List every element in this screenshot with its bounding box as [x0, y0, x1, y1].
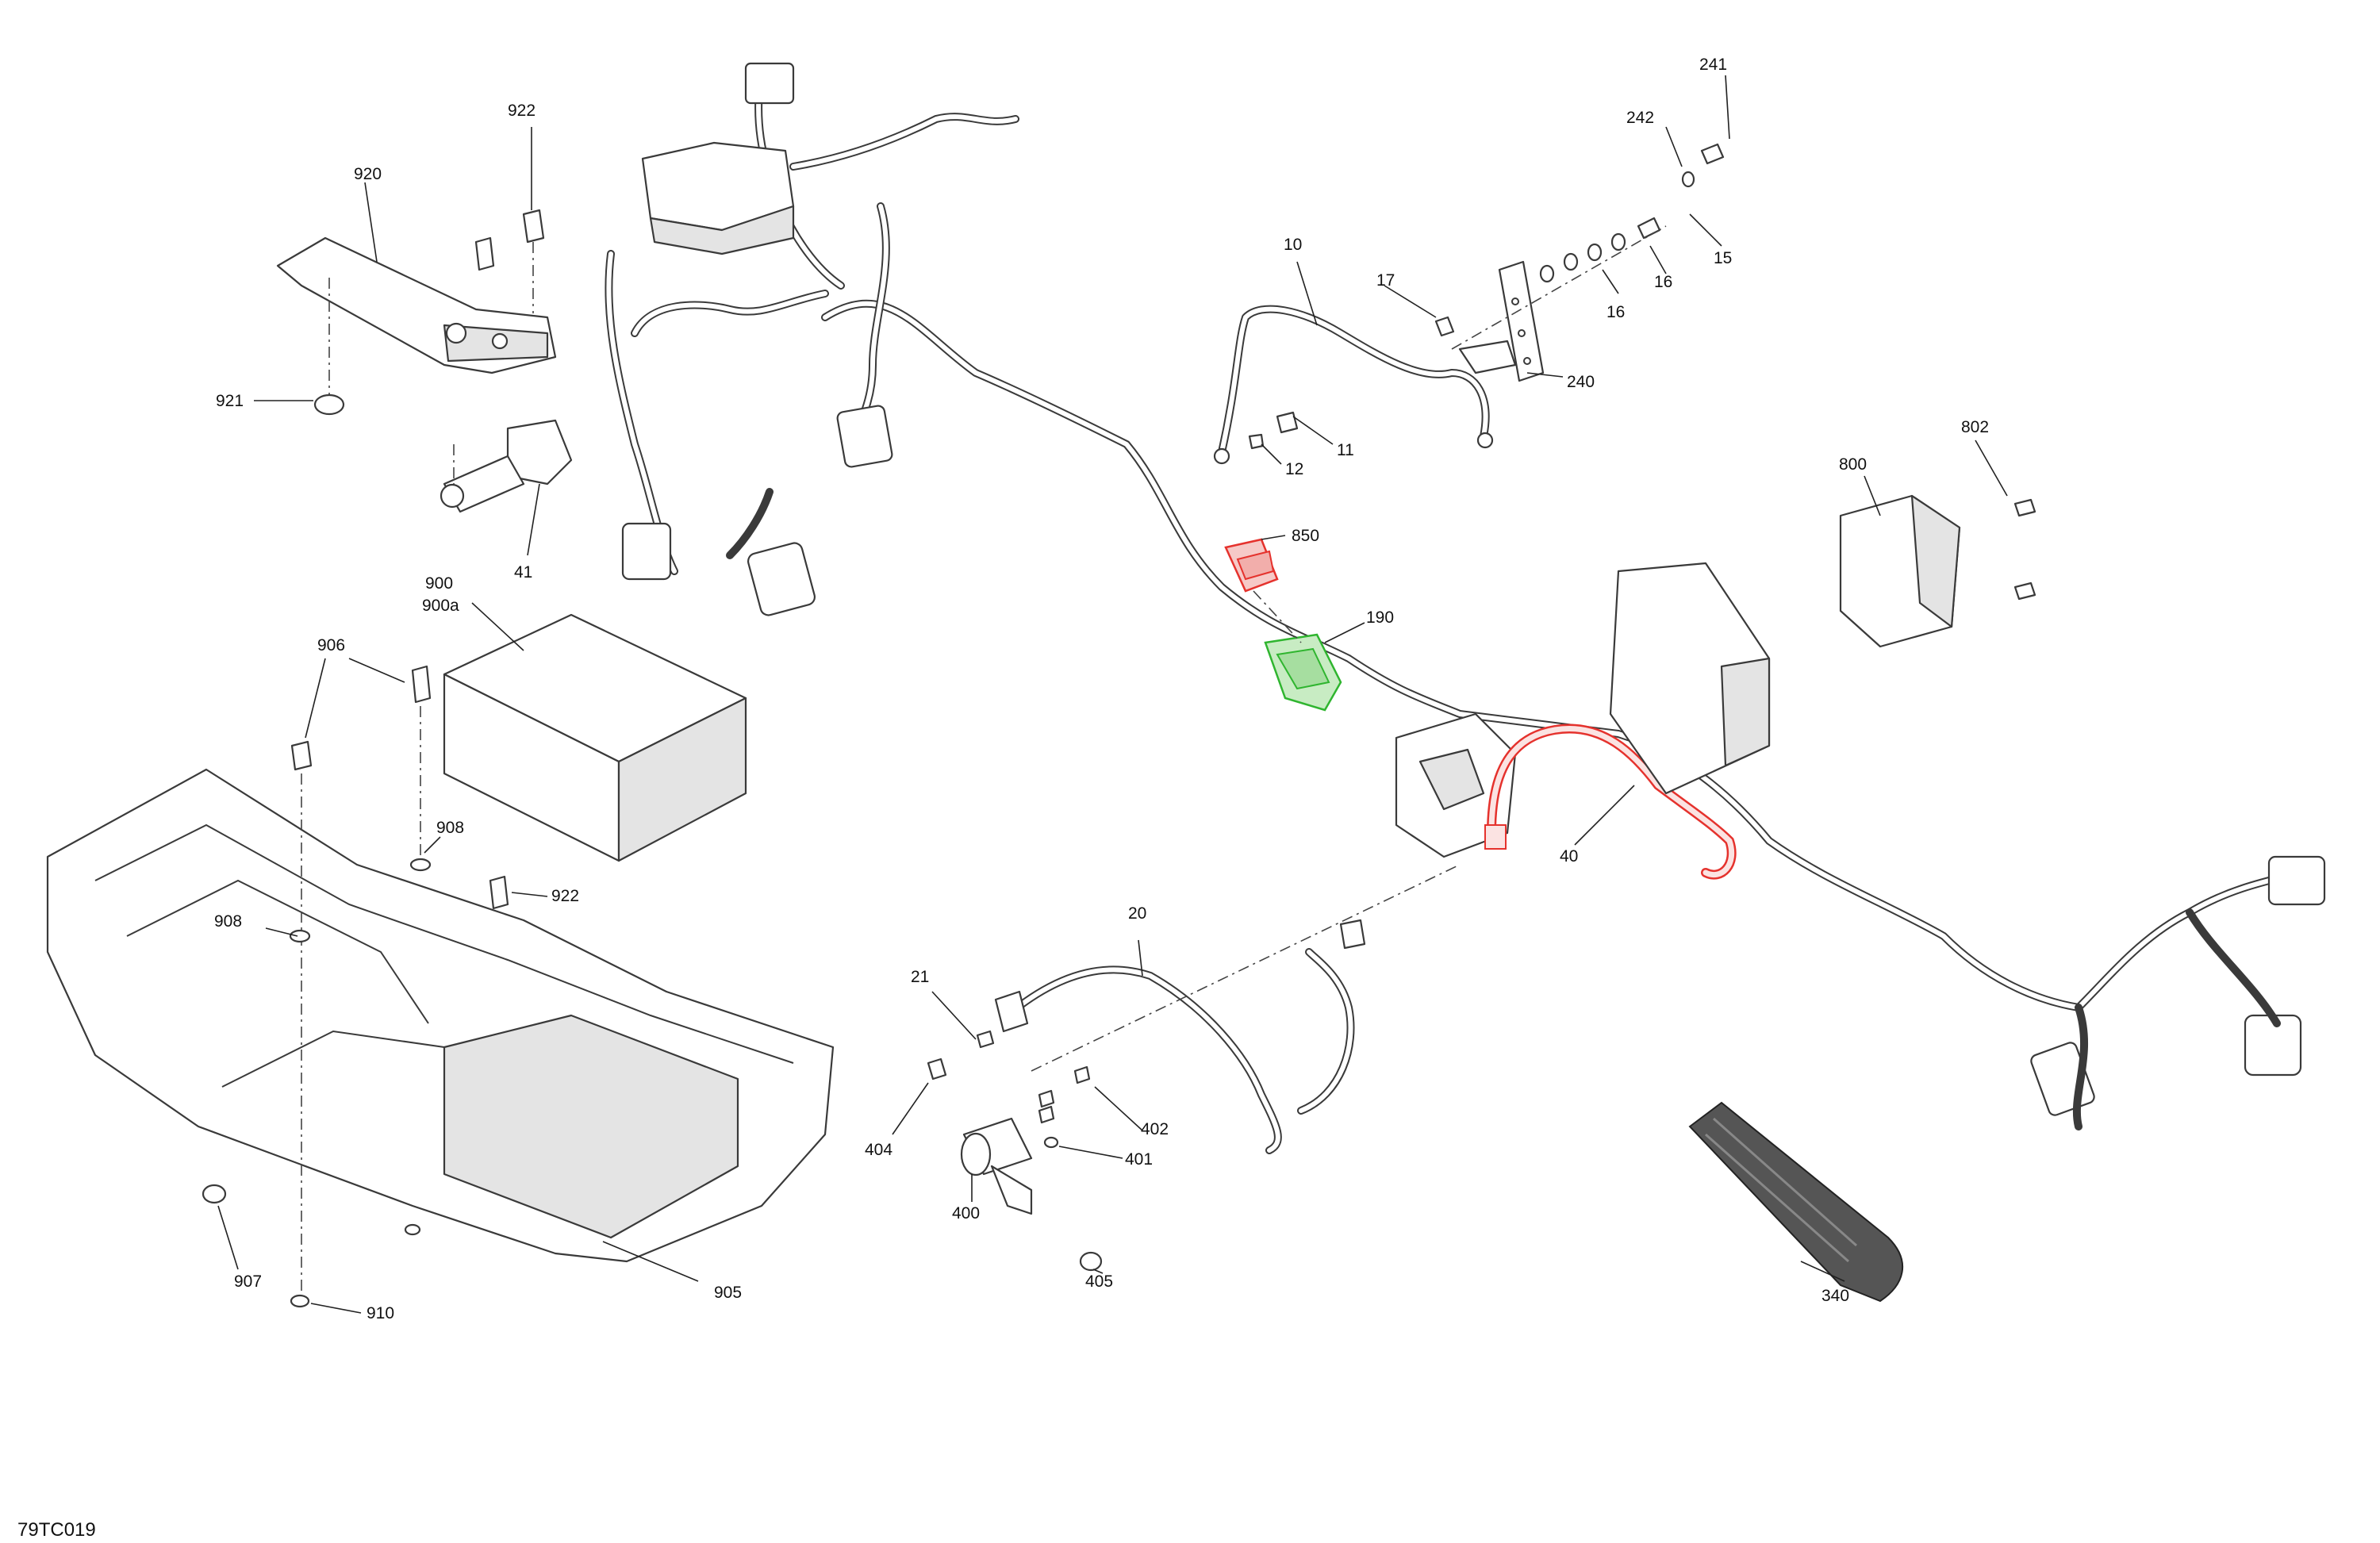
- cable-20: [994, 919, 1366, 1154]
- leader-lines: [217, 75, 2008, 1314]
- callout-labels: 241 242 15 16 16 17 10 240 11 12 802 800…: [17, 56, 1989, 1541]
- callout-405: 405: [1085, 1272, 1113, 1291]
- callout-907: 907: [234, 1272, 262, 1291]
- battery-tray-905: [46, 768, 835, 1263]
- nut-402-b: [1038, 1089, 1055, 1108]
- nut-405: [1079, 1251, 1103, 1272]
- callout-400: 400: [952, 1204, 980, 1223]
- clip-tray: [404, 1223, 421, 1236]
- callout-920: 920: [354, 165, 382, 183]
- conduit-340: [1688, 1101, 1903, 1303]
- ground-cable-10: [1213, 305, 1494, 465]
- callout-12: 12: [1285, 460, 1303, 478]
- mounting-plate: [1609, 562, 1771, 795]
- main-wiring-harness: [605, 62, 2326, 1130]
- bolt-404: [927, 1057, 947, 1080]
- callout-905: 905: [714, 1284, 742, 1302]
- callout-40: 40: [1560, 847, 1578, 866]
- solenoid-400: [960, 1117, 1033, 1215]
- callout-910: 910: [367, 1304, 394, 1322]
- nut-12: [1248, 433, 1265, 450]
- callout-340: 340: [1821, 1287, 1849, 1305]
- callout-922: 922: [508, 102, 536, 120]
- diagram-reference-code: 79TC019: [17, 1519, 96, 1541]
- battery-900: [443, 613, 747, 862]
- bracket-920: [276, 236, 557, 374]
- callout-401: 401: [1125, 1150, 1153, 1169]
- bolt-922: [489, 875, 509, 910]
- washer-908: [409, 858, 432, 872]
- callout-241: 241: [1699, 56, 1727, 74]
- callout-906: 906: [317, 636, 345, 654]
- clip-910: [290, 1294, 310, 1308]
- nut-21: [976, 1030, 995, 1049]
- callout-800: 800: [1839, 455, 1867, 474]
- callout-922: 922: [551, 887, 579, 905]
- callout-242: 242: [1626, 109, 1654, 127]
- callout-404: 404: [865, 1141, 892, 1159]
- connector-190-green: [1264, 633, 1342, 712]
- connector-850-red: [1224, 538, 1279, 593]
- callout-17: 17: [1376, 271, 1395, 290]
- highlighted-harness-40: [1484, 724, 1737, 880]
- screw-802-lower: [2013, 582, 2036, 601]
- callout-802: 802: [1961, 418, 1989, 436]
- nut-907: [202, 1184, 227, 1204]
- screw-802: [2013, 498, 2036, 517]
- callout-402: 402: [1141, 1120, 1169, 1138]
- screw-17: [1434, 316, 1455, 337]
- terminal-cover-41: [440, 419, 573, 513]
- callout-908: 908: [436, 819, 464, 837]
- callout-10: 10: [1284, 236, 1302, 254]
- bolt-906-b: [411, 665, 432, 704]
- callout-900: 900: [425, 574, 453, 593]
- bolt-11: [1276, 411, 1299, 434]
- callout-20: 20: [1128, 904, 1146, 923]
- nut-402-c: [1073, 1065, 1091, 1084]
- callout-921: 921: [216, 392, 244, 410]
- nut-402: [1038, 1105, 1055, 1124]
- washer-908-b: [289, 929, 311, 943]
- bracket-240: [1458, 260, 1545, 382]
- washer-401: [1043, 1136, 1059, 1149]
- callout-16: 16: [1606, 303, 1625, 321]
- bolt-906: [290, 740, 313, 771]
- callout-850: 850: [1292, 527, 1319, 545]
- callout-41: 41: [514, 563, 532, 582]
- callout-190: 190: [1366, 608, 1394, 627]
- screw-922-top: [522, 209, 545, 244]
- callout-240: 240: [1567, 373, 1595, 391]
- module-800: [1839, 494, 1961, 648]
- callout-11: 11: [1337, 441, 1354, 459]
- screw-bracket: [474, 236, 495, 271]
- callout-900a: 900a: [422, 597, 459, 615]
- callout-21: 21: [911, 968, 929, 986]
- callout-16: 16: [1654, 273, 1672, 291]
- nut-921: [313, 393, 345, 416]
- callout-908: 908: [214, 912, 242, 931]
- callout-15: 15: [1714, 249, 1732, 267]
- washers-16-15: [1451, 143, 1725, 350]
